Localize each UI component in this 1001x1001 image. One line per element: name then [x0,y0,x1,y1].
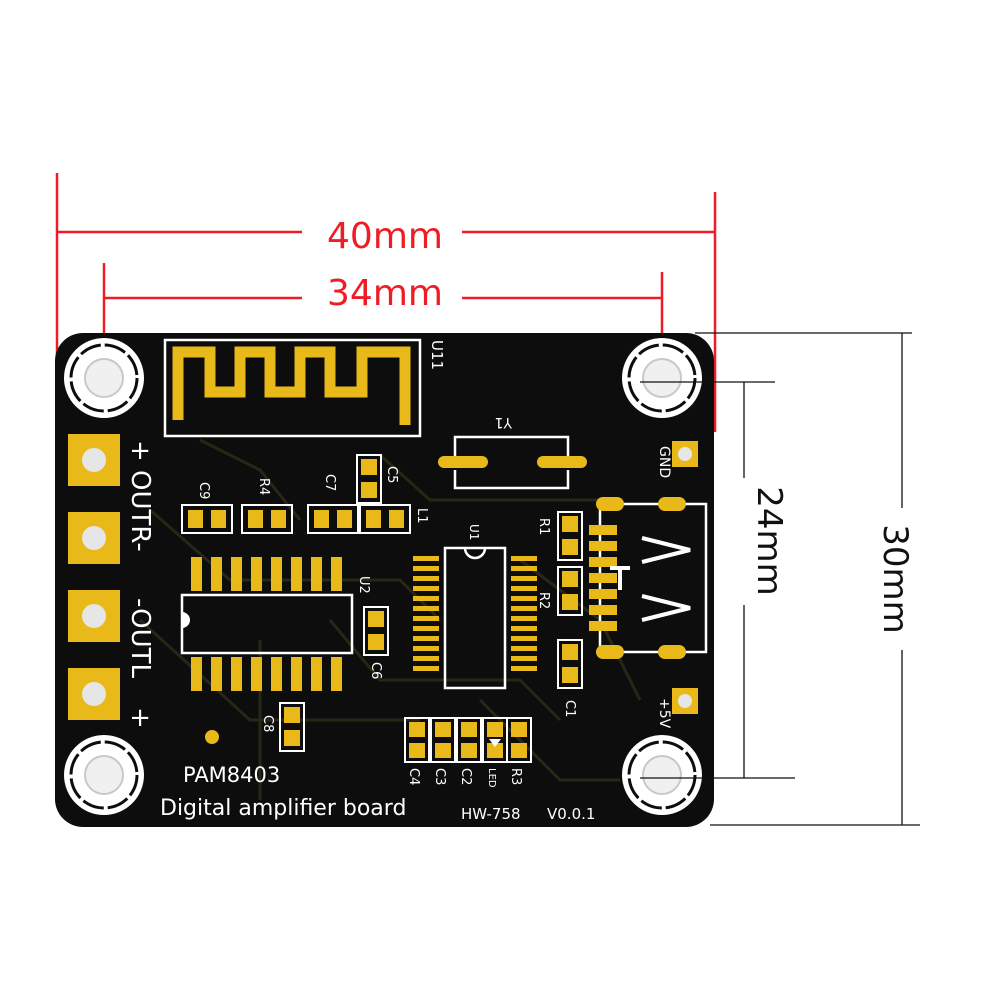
chip-u1: U1 [413,524,537,690]
chip-name: PAM8403 [183,763,280,787]
crystal-y1: Y1 [438,414,587,490]
label-outl-plus: + [125,707,155,729]
dimension-label-40mm: 40mm [327,216,443,257]
label-c3: C3 [432,768,447,785]
label-c1: C1 [562,700,577,717]
label-r1: R1 [536,518,551,535]
label-c6: C6 [368,662,383,679]
pcb-board: U11 Y1 + OUTR- -OUTL + [55,333,714,827]
label-gnd: GND [656,446,672,478]
label-c8: C8 [260,715,275,732]
dimension-label-30mm: 30mm [875,524,915,634]
usb-connector [589,497,708,659]
board-description: Digital amplifier board [160,796,406,821]
label-u2: U2 [356,576,371,594]
mount-hole-bottom-right [622,735,702,815]
board-model: HW-758 [461,805,521,823]
mount-hole-bottom-left [64,735,144,815]
label-u1: U1 [467,524,481,540]
label-c7: C7 [322,474,337,491]
label-outr-plus: + [125,440,155,462]
output-pin-labels: + OUTR- -OUTL + [125,440,155,729]
output-pads [68,434,120,720]
dimension-label-24mm: 24mm [749,486,789,596]
height-dimension-30: 30mm [695,332,920,826]
label-outr: OUTR- [125,470,155,552]
label-r2: R2 [536,592,551,609]
smd-bottom-row: C4 C3 C2 LED R3 [404,717,532,788]
height-dimension-24: 24mm [640,381,795,779]
label-r4: R4 [256,478,271,495]
label-c9: C9 [196,482,211,499]
label-5v: +5V [656,698,672,729]
mount-hole-top-left [64,338,144,418]
chip-u2: U2 [180,557,371,691]
crystal-label: Y1 [495,414,513,430]
smd-top-row: C9 R4 C7 C5 L1 [181,454,429,534]
label-c5: C5 [384,466,399,483]
dimension-label-34mm: 34mm [327,273,443,314]
resistors-r1-r2: R1 R2 [536,511,583,616]
mount-hole-top-right [622,338,702,418]
label-led: LED [486,768,497,788]
label-outl: -OUTL [125,598,155,678]
power-pads: GND +5V [656,441,698,729]
label-r3: R3 [508,768,523,785]
capacitor-c8: C8 [205,702,305,752]
antenna-label: U11 [428,340,446,370]
width-dimension-34: 34mm [102,263,664,412]
label-l1: L1 [414,508,429,524]
capacitor-c1: C1 [557,639,583,717]
label-c2: C2 [458,768,473,785]
antenna-u11: U11 [163,338,446,438]
capacitor-c6: C6 [363,606,389,679]
board-version: V0.0.1 [547,805,595,823]
label-c4: C4 [406,768,421,785]
width-dimension-40: 40mm [55,173,717,432]
